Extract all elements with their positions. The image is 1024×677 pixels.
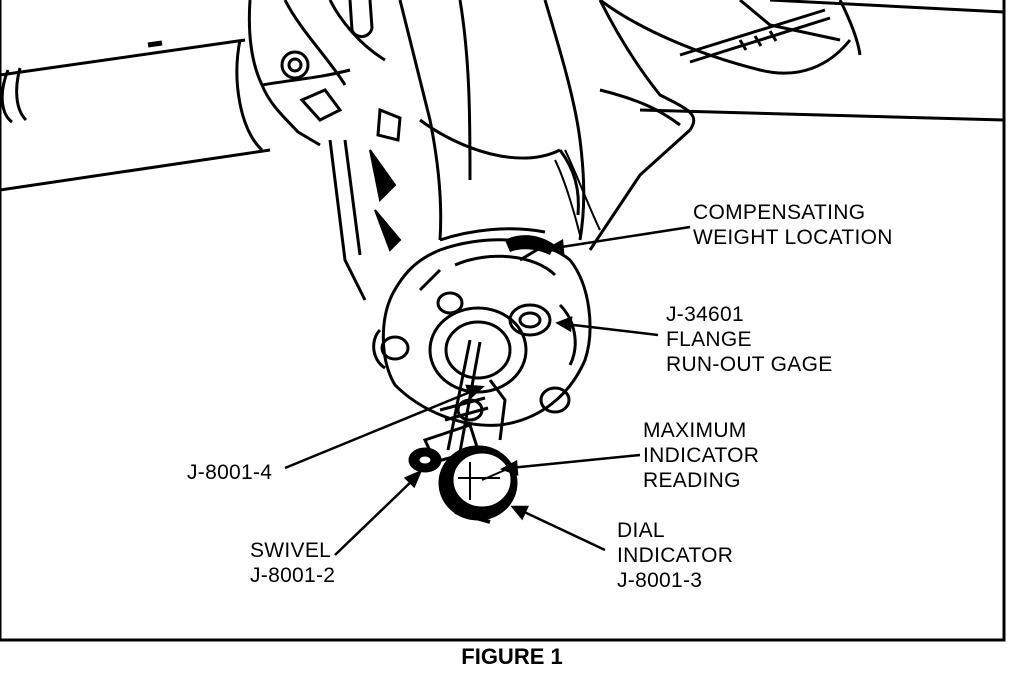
label-line: DIAL: [617, 519, 665, 542]
companion-flange: [372, 238, 592, 427]
label-line: WEIGHT LOCATION: [693, 226, 893, 249]
label-dial-indicator: DIAL INDICATOR J-8001-3: [617, 518, 733, 593]
vent-rod: [679, 8, 831, 64]
housing-bolts: [280, 0, 402, 142]
differential-housing: [235, 0, 852, 301]
label-line: READING: [643, 469, 741, 492]
leader-lines: [284, 225, 691, 556]
label-maximum-reading: MAXIMUM INDICATOR READING: [643, 418, 759, 493]
axle-tube-right: [639, 0, 1005, 122]
label-line: J-34601: [666, 303, 744, 326]
label-line: J-8001-3: [617, 569, 703, 592]
housing-shading: [369, 149, 601, 252]
label-j8001-4: J-8001-4: [187, 460, 272, 485]
figure-frame: [0, 0, 1006, 642]
label-line: INDICATOR: [643, 444, 760, 467]
label-line: J-8001-4: [187, 461, 273, 484]
label-line: COMPENSATING: [693, 201, 866, 224]
label-line: INDICATOR: [617, 544, 734, 567]
label-line: FLANGE: [666, 328, 752, 351]
label-line: RUN-OUT GAGE: [666, 353, 833, 376]
label-line: MAXIMUM: [643, 419, 747, 442]
label-line: SWIVEL: [250, 539, 332, 562]
swivel-clamp: [408, 396, 489, 473]
dial-indicator: [438, 445, 518, 524]
label-compensating-weight: COMPENSATING WEIGHT LOCATION: [693, 200, 893, 250]
compensating-weight: [505, 235, 555, 255]
runout-gage-post: [446, 339, 507, 453]
figure-caption: FIGURE 1: [461, 644, 563, 669]
label-swivel: SWIVEL J-8001-2: [250, 538, 335, 588]
label-runout-gage: J-34601 FLANGE RUN-OUT GAGE: [666, 302, 833, 377]
label-line: J-8001-2: [250, 564, 336, 587]
axle-tube: [0, 38, 271, 192]
